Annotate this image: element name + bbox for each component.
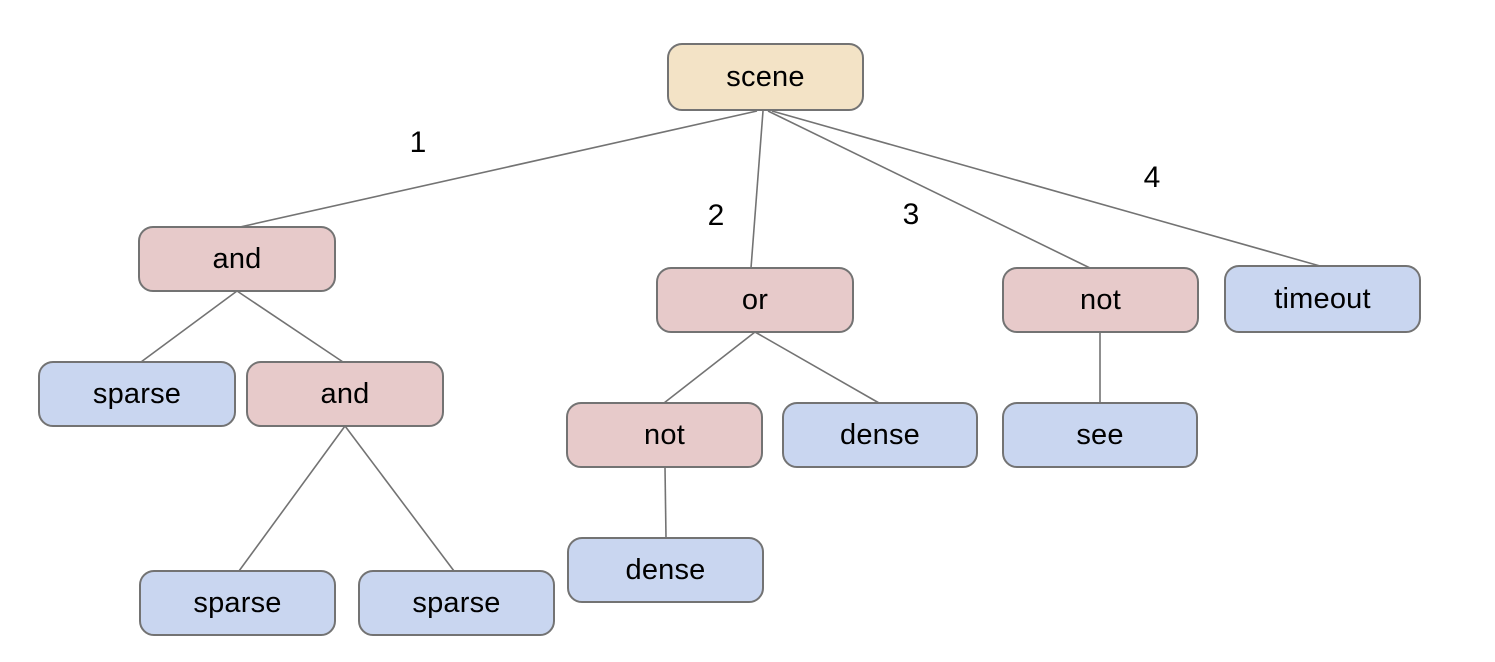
edge-label-1: 1 <box>409 126 427 159</box>
node-scene: scene <box>667 43 864 111</box>
node-sparse-3: sparse <box>358 570 555 636</box>
edge-not2-dense2 <box>664 466 667 539</box>
node-not-1-label: not <box>1080 283 1121 316</box>
edge-and2-sparse3 <box>344 425 455 572</box>
node-and-2: and <box>246 361 444 427</box>
node-or-1: or <box>656 267 854 333</box>
edge-and2-sparse2 <box>238 425 346 572</box>
node-sparse-3-label: sparse <box>412 586 501 619</box>
node-and-2-label: and <box>320 377 370 410</box>
edge-label-4: 4 <box>1143 161 1161 194</box>
node-sparse-1-label: sparse <box>92 377 182 410</box>
edge-or-dense1 <box>754 331 880 404</box>
node-see: see <box>1002 402 1198 468</box>
node-timeout-label: timeout <box>1274 282 1371 315</box>
edge-scene-not <box>767 110 1091 269</box>
node-not-1: not <box>1002 267 1199 333</box>
node-not-2-label: not <box>644 418 685 451</box>
node-sparse-2: sparse <box>139 570 336 636</box>
node-dense-1-label: dense <box>839 418 920 451</box>
node-see-label: see <box>1076 418 1124 451</box>
edge-label-2: 2 <box>707 199 725 232</box>
node-scene-label: scene <box>726 60 805 93</box>
node-or-1-label: or <box>741 283 769 316</box>
node-sparse-2-label: sparse <box>193 586 282 619</box>
node-sparse-1: sparse <box>38 361 236 427</box>
edge-or-not2 <box>663 331 756 404</box>
node-dense-2-label: dense <box>625 553 706 586</box>
edge-and1-sparse1 <box>140 290 238 363</box>
edge-scene-timeout <box>771 110 1321 267</box>
node-not-2: not <box>566 402 763 468</box>
edge-label-3: 3 <box>902 198 920 231</box>
node-dense-1: dense <box>782 402 978 468</box>
edge-and1-and2 <box>236 290 344 363</box>
node-and-1: and <box>138 226 336 292</box>
edge-scene-or <box>750 110 764 269</box>
node-and-1-label: and <box>212 242 262 275</box>
node-dense-2: dense <box>567 537 764 603</box>
edge-scene-and <box>239 110 758 228</box>
node-timeout: timeout <box>1224 265 1421 333</box>
